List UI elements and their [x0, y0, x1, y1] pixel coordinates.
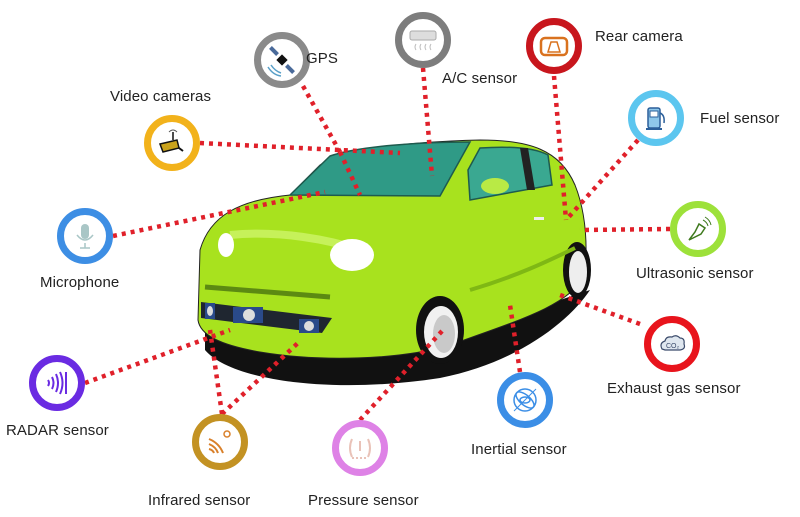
sensor-label-fuel: Fuel sensor [700, 110, 780, 127]
sensor-node-exhaust: CO₂ [644, 316, 700, 372]
satellite-icon [267, 46, 295, 77]
sensor-label-inertial: Inertial sensor [471, 441, 567, 458]
sensor-label-rear-camera: Rear camera [595, 28, 683, 45]
fuel-pump-icon [646, 107, 665, 130]
sensor-node-ultrasonic [670, 201, 726, 257]
sensor-node-inertial [497, 372, 553, 428]
infrared-waves-icon [208, 430, 231, 454]
rear-camera-icon [539, 36, 569, 57]
air-conditioner-icon [409, 30, 437, 51]
security-camera-icon [158, 129, 184, 153]
sensor-label-ac: A/C sensor [442, 70, 518, 87]
sensor-node-fuel [628, 90, 684, 146]
sensor-node-microphone [57, 208, 113, 264]
ultrasonic-probe-icon [688, 216, 712, 241]
svg-text:CO₂: CO₂ [666, 343, 680, 350]
sensor-label-video-cameras: Video cameras [110, 88, 212, 105]
co2-cloud-icon: CO₂ [660, 335, 686, 351]
gyroscope-icon [513, 388, 537, 412]
sensor-label-gps: GPS [306, 50, 338, 67]
radar-waves-icon [47, 371, 67, 395]
sensor-label-infrared: Infrared sensor [148, 492, 251, 509]
tire-pressure-icon [349, 438, 371, 459]
sensor-label-radar: RADAR sensor [6, 422, 109, 439]
sensor-label-pressure: Pressure sensor [308, 492, 419, 509]
sensor-label-ultrasonic: Ultrasonic sensor [636, 265, 754, 282]
sensor-node-gps [254, 32, 310, 88]
sensor-node-ac [395, 12, 451, 68]
sensor-label-microphone: Microphone [40, 274, 120, 291]
sensor-node-pressure [332, 420, 388, 476]
sensor-node-infrared [192, 414, 248, 470]
sensor-node-radar [29, 355, 85, 411]
sensor-node-rear-camera [526, 18, 582, 74]
sensor-node-video-cameras [144, 115, 200, 171]
sensor-label-exhaust: Exhaust gas sensor [607, 380, 741, 397]
microphone-icon [76, 224, 94, 249]
